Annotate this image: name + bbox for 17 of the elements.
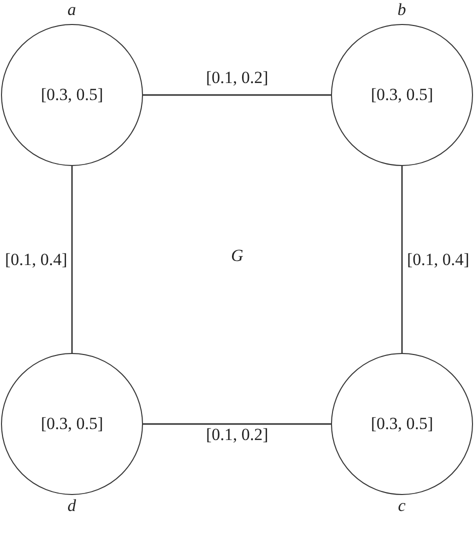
node-name: c	[398, 496, 406, 516]
graph-name: G	[231, 246, 244, 266]
node-name: d	[68, 496, 76, 516]
interval-label: [0.3, 0.5]	[370, 85, 434, 105]
interval-label: [0.3, 0.5]	[370, 414, 434, 434]
node-name: a	[68, 0, 76, 20]
edge-line	[401, 166, 403, 353]
edge-label: [0.1, 0.2]	[206, 68, 268, 88]
node-name: b	[398, 0, 406, 20]
edge-label: [0.1, 0.2]	[206, 425, 268, 445]
edge-label: [0.1, 0.4]	[5, 250, 68, 270]
edge-label: [0.1, 0.4]	[407, 250, 470, 270]
edge-line	[143, 94, 331, 96]
interval-label: [0.3, 0.5]	[40, 85, 104, 105]
edge-line	[71, 166, 73, 353]
interval-label: [0.3, 0.5]	[40, 414, 104, 434]
edge-line	[143, 423, 331, 425]
